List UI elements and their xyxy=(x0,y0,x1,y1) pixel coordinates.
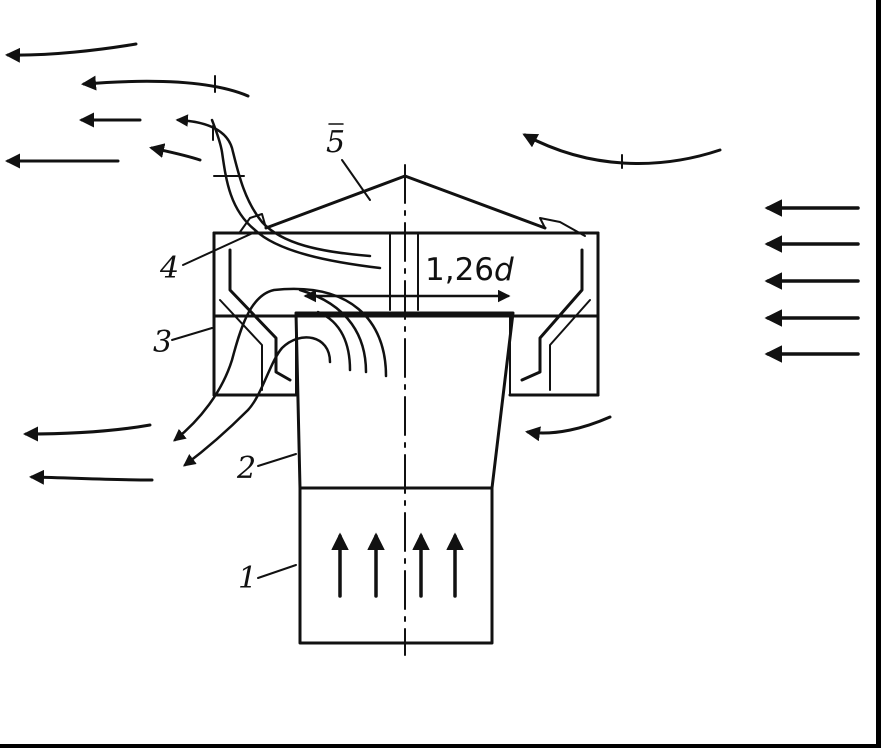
wind-arc-lower-right xyxy=(525,415,612,442)
part-label-5: 5 xyxy=(326,125,345,160)
wind-arrows-right xyxy=(764,199,860,363)
part-label-2: 2 xyxy=(236,451,256,486)
deflector-cylinder xyxy=(212,231,600,397)
wind-arrows-lower-left xyxy=(23,423,154,485)
wind-arc-upper-right xyxy=(522,133,722,169)
wind-arrows-upper-left xyxy=(4,42,250,169)
duct-lower-section xyxy=(298,486,494,645)
internal-flow-curves xyxy=(173,287,388,467)
part-label-4: 4 xyxy=(159,251,179,286)
label-leaders xyxy=(171,159,371,579)
escaping-flow-curve xyxy=(175,114,382,270)
part-label-1: 1 xyxy=(238,561,257,596)
part-label-3: 3 xyxy=(153,325,172,360)
dimension-label: 1,26d xyxy=(425,252,514,288)
duct-upflow-arrows xyxy=(331,532,464,598)
